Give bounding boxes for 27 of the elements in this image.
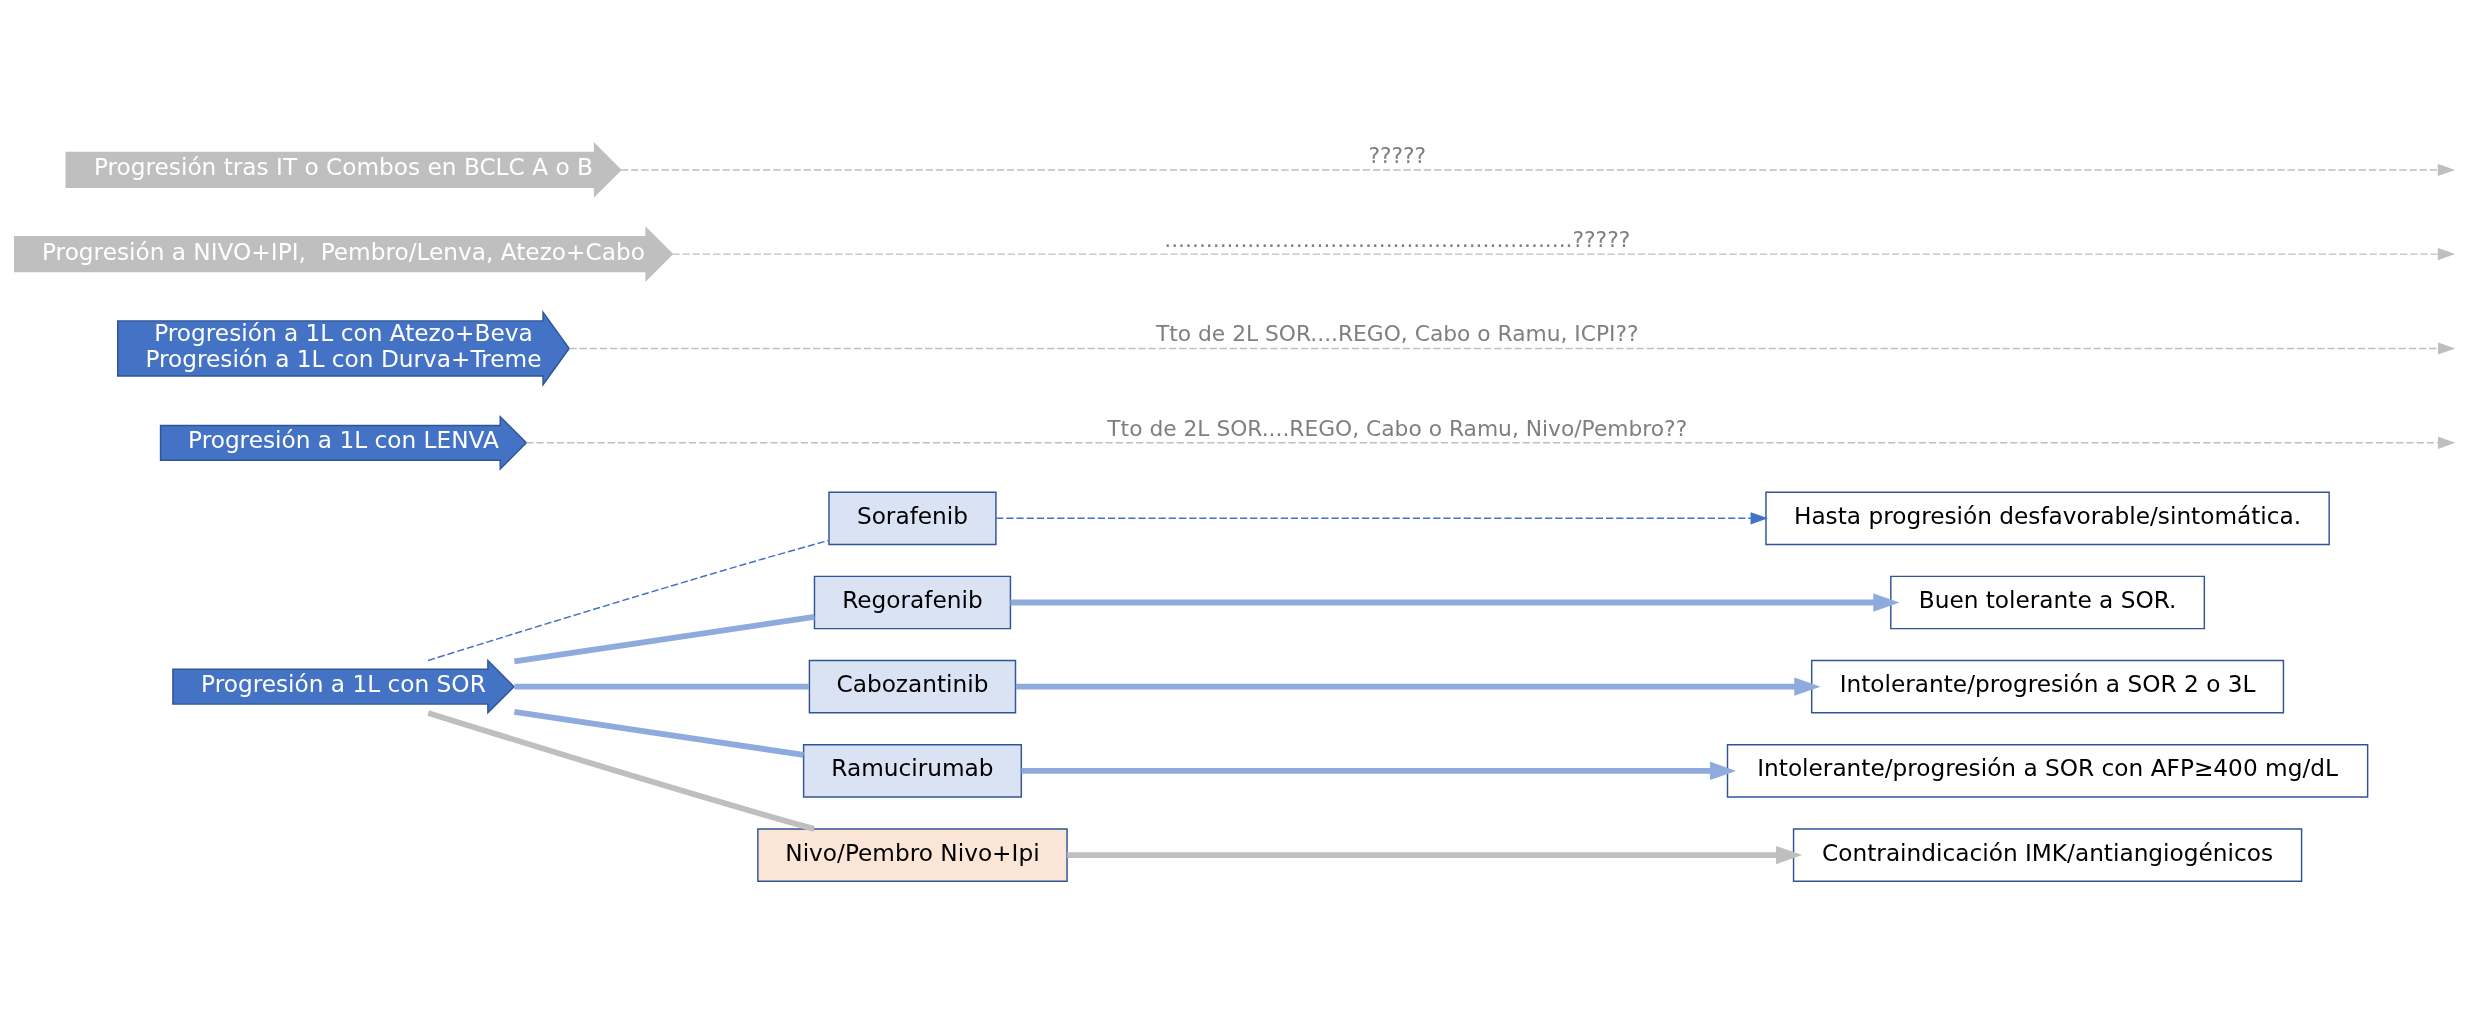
edge-label: ...........................................................????? (1164, 226, 1631, 252)
node-box: Sorafenib (828, 490, 997, 545)
connector (513, 613, 815, 664)
connector (513, 708, 804, 758)
arrow (671, 247, 2456, 260)
arrow (1010, 592, 1900, 612)
arrow (1015, 677, 1821, 696)
edge-label: Tto de 2L SOR....REGO, Cabo o Ramu, ICPI?? (1155, 320, 1639, 346)
node-box: Nivo/Pembro Nivo+Ipi (757, 827, 1068, 882)
edge-label: ????? (1368, 142, 1427, 168)
node-box: Ramucirumab (802, 743, 1023, 798)
node-box: Contraindicación IMK/antiangiogénicos (1792, 827, 2303, 882)
edge-label: Tto de 2L SOR....REGO, Cabo o Ramu, Nivo/Pembro?? (1107, 415, 1688, 441)
arrow (620, 163, 2456, 176)
arrow (525, 436, 2456, 449)
node-box: Intolerante/progresión a SOR 2 o 3L (1810, 659, 2285, 714)
node-box: Cabozantinib (808, 659, 1017, 714)
arrow (1067, 845, 1803, 864)
arrow (1021, 761, 1737, 780)
connector (514, 683, 809, 690)
node-box: Regorafenib (813, 575, 1012, 629)
connector (427, 539, 830, 661)
node-box: Hasta progresión desfavorable/sintomática. (1765, 490, 2330, 545)
node-box: Intolerante/progresión a SOR con AFP≥400 mg/dL (1726, 743, 2369, 798)
arrow (568, 341, 2456, 355)
node-box: Buen tolerante a SOR. (1890, 575, 2206, 629)
arrow (995, 511, 1768, 524)
